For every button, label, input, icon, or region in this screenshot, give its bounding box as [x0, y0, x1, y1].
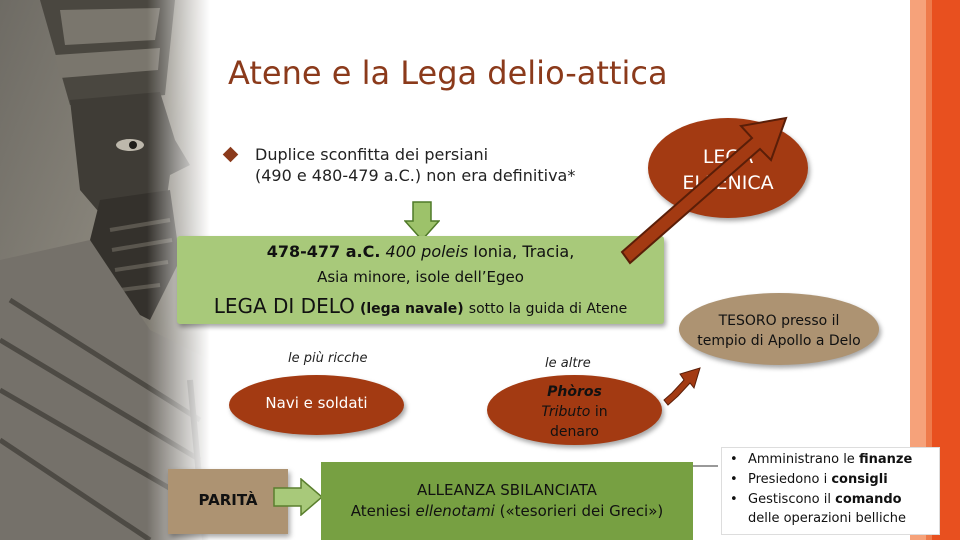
label-le-altre: le altre — [545, 356, 591, 371]
places-text-2: Asia minore, isole dell’Egeo — [177, 268, 664, 286]
guida-text: sotto la guida di Atene — [469, 301, 627, 317]
denaro-word: denaro — [487, 422, 662, 442]
places-text-1: Ionia, Tracia, — [473, 242, 574, 261]
phoros-to-tesoro-arrow-icon — [664, 368, 700, 405]
navi-soldati-text: Navi e soldati — [229, 394, 404, 412]
parita-box: PARITÀ — [168, 469, 288, 534]
alleanza-title: ALLEANZA SBILANCIATA — [321, 481, 693, 499]
tesoro-line-1: TESORO presso il — [662, 311, 896, 331]
bullet-line-1: Duplice sconfitta dei persiani — [255, 144, 625, 165]
lega-name-line: LEGA DI DELO (lega navale) sotto la guid… — [177, 294, 664, 318]
poleis-count: 400 — [386, 242, 417, 261]
tributo-in: in — [595, 404, 608, 420]
lega-name: LEGA DI DELO — [214, 294, 355, 318]
list-item-bold: comando — [835, 492, 901, 507]
ateniesi-text: Ateniesi — [351, 502, 411, 520]
lega-ellenica-line-2: ELLENICA — [648, 172, 808, 194]
tesoro-label: TESORO presso il tempio di Apollo a Delo — [662, 311, 896, 351]
date-text: 478-477 a.C. — [267, 242, 381, 261]
functions-list-box: •Amministrano le finanze •Presiedono i c… — [721, 447, 940, 535]
navi-soldati-oval: Navi e soldati — [229, 375, 404, 435]
label-piu-ricche: le più ricche — [288, 351, 367, 366]
down-arrow-icon — [404, 201, 440, 241]
bullet-dot-icon: • — [730, 452, 748, 467]
tributo-word: Tributo — [541, 404, 590, 420]
alleanza-box: ALLEANZA SBILANCIATA Ateniesi ellenotami… — [321, 462, 693, 540]
bullet-dot-icon: • — [730, 492, 748, 507]
lega-navale-text: (lega navale) — [360, 301, 464, 317]
list-item-bold: finanze — [859, 452, 912, 467]
bullet-line-2: (490 e 480-479 a.C.) non era definitiva* — [255, 165, 625, 186]
right-arrow-icon — [273, 478, 323, 516]
tesoro-line-2: tempio di Apollo a Delo — [662, 331, 896, 351]
bullet-text: Duplice sconfitta dei persiani (490 e 48… — [255, 144, 625, 186]
parita-text: PARITÀ — [168, 491, 288, 509]
list-item-text: Amministrano le — [748, 452, 855, 467]
slide-title: Atene e la Lega delio-attica — [228, 54, 668, 92]
phoros-label: Phòros Tributo in denaro — [487, 382, 662, 442]
ellenotami-text: ellenotami — [416, 502, 495, 520]
bullet-dot-icon: • — [730, 472, 748, 487]
poleis-word: poleis — [421, 242, 468, 261]
list-item: •Gestiscono il comando — [730, 492, 902, 507]
list-item-text: Presiedono i — [748, 472, 827, 487]
diamond-bullet-icon — [223, 147, 239, 163]
alleanza-line-2: Ateniesi ellenotami («tesorieri dei Grec… — [321, 502, 693, 520]
lega-ellenica-oval: LEGA ELLENICA — [648, 118, 808, 218]
list-item-bold: consigli — [831, 472, 887, 487]
list-item-text: Gestiscono il — [748, 492, 831, 507]
list-item-continuation: delle operazioni belliche — [748, 511, 906, 526]
list-item: •Presiedono i consigli — [730, 472, 888, 487]
lega-ellenica-line-1: LEGA — [648, 146, 808, 168]
lega-di-delo-box: 478-477 a.C. 400 poleis Ionia, Tracia, A… — [177, 236, 664, 324]
list-item: •Amministrano le finanze — [730, 452, 912, 467]
tesorieri-text: («tesorieri dei Greci») — [500, 502, 664, 520]
phoros-word: Phòros — [487, 382, 662, 402]
lega-date-line: 478-477 a.C. 400 poleis Ionia, Tracia, — [177, 242, 664, 261]
